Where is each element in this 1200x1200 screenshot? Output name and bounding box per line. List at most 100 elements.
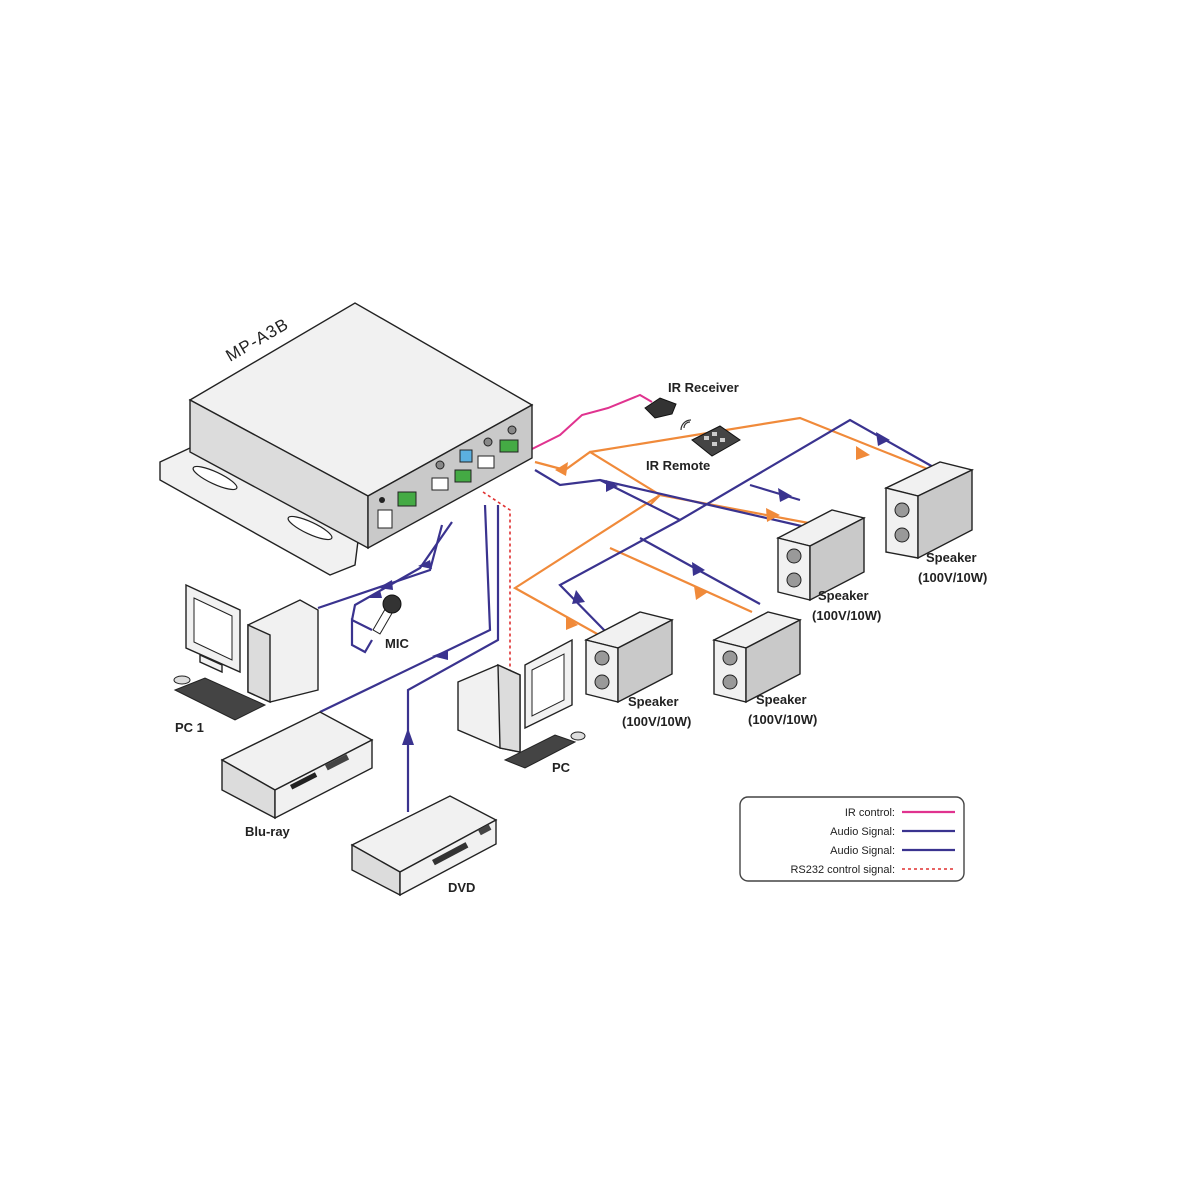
speaker-3-rating: (100V/10W) [622,714,691,729]
ir-control-cable [519,393,653,456]
power-port [377,509,393,529]
dvd-label: DVD [448,880,475,895]
legend-box [739,796,965,882]
dvd-display [478,824,492,836]
speaker-1-front [885,487,919,559]
arrow-bluray [432,650,448,660]
ir-remote-body [691,425,741,457]
arrow-o-5 [694,586,708,600]
knob-3 [507,425,517,435]
speaker-feed-blue [534,418,936,633]
arrow-spk-5 [692,562,705,576]
speaker-2-rating: (100V/10W) [812,608,881,623]
flange-slot-1 [192,465,238,491]
speaker-1-driver-1 [894,502,910,518]
pc1-label: PC 1 [175,720,204,735]
dvd-audio-cable [406,505,500,812]
speaker-4-rating: (100V/10W) [748,712,817,727]
bluray-audio-cable [319,504,492,713]
arrow-spk-1 [606,480,618,492]
speaker-3: Speaker (100V/10W) [584,611,691,729]
speaker-2-driver-2 [786,572,802,588]
knob-2 [483,437,493,447]
signal-arrows [366,432,890,745]
speaker-3-front [585,639,619,703]
speaker-2-grille [809,516,865,602]
mic-label: MIC [385,636,409,651]
remote-button-3 [712,442,717,446]
arrow-dvd [402,728,414,745]
knob-1 [435,460,445,470]
speaker-feed-orange [512,416,936,641]
pc1-monitor-stand [199,653,223,674]
flange-slot-2 [287,515,333,541]
arrow-mic-2 [418,560,432,569]
speaker-2: Speaker (100V/10W) [776,509,881,623]
pc1-tower-front [247,623,271,704]
speaker-2-driver-1 [786,548,802,564]
speaker-2-front [777,537,811,601]
bluray-label: Blu-ray [245,824,291,839]
pc-mouse [570,731,586,741]
pc-right: PC [457,638,586,775]
remote-button-4 [720,438,725,442]
bluray-display [325,754,350,771]
bluray-disc-slot [290,772,318,790]
terminal-block-2 [454,469,472,483]
pc-label: PC [552,760,571,775]
legend-label-1: IR control: [845,807,895,819]
legend-label-2: Audio Signal: [830,826,895,838]
speaker-4-label: Speaker [756,692,807,707]
led-indicator [379,497,385,503]
rca-port-2 [477,455,495,469]
bluray-player: Blu-ray [220,711,374,839]
arrow-o-4 [566,616,578,630]
speaker-4-driver-2 [722,674,738,690]
mic-head [382,594,402,614]
speaker-3-grille [617,618,673,704]
remote-button-2 [712,432,717,436]
pc1-mouse [173,675,191,685]
pc-screen [531,653,565,717]
speaker-2-label: Speaker [818,588,869,603]
pc-tower-front [497,663,521,753]
arrow-spk-3 [778,488,792,502]
legend: IR control: Audio Signal: Audio Signal: RS2… [739,796,965,882]
terminal-block-1 [397,491,417,507]
speaker-1-grille [917,468,973,560]
mp-a3b-unit: MP-A3B [159,302,534,576]
remote-button-1 [704,436,709,440]
arrow-mic [378,580,393,590]
pc1-screen [193,597,233,661]
speaker-terminal [499,439,519,453]
arrow-o-2 [856,446,870,460]
ir-remote: IR Remote [646,419,741,473]
ir-receiver: IR Receiver [644,380,739,419]
dvd-tray [432,842,469,866]
wireless-signal-icon [680,419,692,431]
cable-layer [317,393,936,812]
pc1: PC 1 [173,583,319,735]
legend-label-4: RS232 control signal: [790,864,895,876]
speaker-1-rating: (100V/10W) [918,570,987,585]
legend-label-3: Audio Signal: [830,845,895,857]
rear-ports [377,425,519,529]
speaker-4-grille [745,618,801,704]
rs232-cable [482,491,511,680]
arrow-o-3 [766,508,780,522]
arrow-spk-2 [876,432,890,446]
rs232-port [459,449,473,463]
speaker-4-front [713,639,747,703]
ir-receiver-body [644,397,677,419]
dvd-player: DVD [350,795,498,897]
speaker-4: Speaker (100V/10W) [712,611,817,727]
microphone: MIC [372,594,409,651]
speaker-4-driver-1 [722,650,738,666]
pc1-audio-cable [317,524,444,610]
pc1-keyboard [173,677,267,721]
speaker-3-driver-1 [594,650,610,666]
arrow-spk-4 [572,590,585,604]
ir-receiver-label: IR Receiver [668,380,739,395]
speaker-1-label: Speaker [926,550,977,565]
